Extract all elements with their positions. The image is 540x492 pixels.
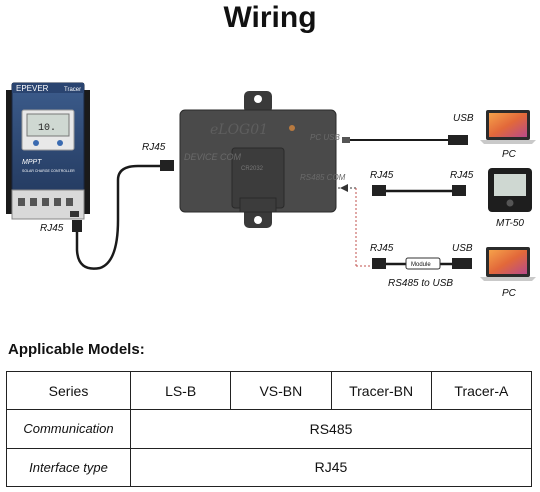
- table-row-series: Series LS-B VS-BN Tracer-BN Tracer-A: [7, 372, 532, 410]
- label-pc-bottom: PC: [502, 288, 517, 299]
- module-logo: eLOG01: [210, 122, 268, 138]
- interface-value: RJ45: [131, 448, 532, 486]
- controller-screen: 10.: [38, 123, 56, 134]
- mt50-meter: [488, 168, 532, 212]
- module-port-pc: PC USB: [310, 133, 340, 142]
- module-port-rs485: RS485 COM: [300, 173, 346, 182]
- micro-usb-plug: [342, 137, 350, 143]
- table-row-interface: Interface type RJ45: [7, 448, 532, 486]
- controller-name: MPPT: [22, 159, 42, 166]
- rj45-plug-mt50-left: [372, 185, 386, 196]
- controller-subtitle: SOLAR CHARGE CONTROLLER: [22, 169, 75, 173]
- controller-button-right: [57, 140, 63, 146]
- rj45-plug-controller: [72, 220, 82, 232]
- elog-module: CR2032 eLOG01 DEVICE COM PC USB RS485 CO…: [180, 91, 346, 228]
- rj45-plug-bottom: [372, 258, 386, 269]
- module-port-device: DEVICE COM: [184, 152, 242, 162]
- laptop-icon-top: [480, 110, 536, 144]
- series-cell: Tracer-BN: [331, 372, 431, 410]
- usb-plug-top: [448, 135, 468, 145]
- label-rj45-bottom: RJ45: [370, 243, 394, 254]
- label-rj45-mt-left: RJ45: [370, 170, 394, 181]
- label-module-tag: Module: [411, 262, 431, 268]
- page-title: Wiring: [0, 0, 540, 36]
- rj45-plug-mt50-right: [452, 185, 466, 196]
- controller-model: Tracer: [64, 87, 81, 93]
- usb-plug-bottom: [452, 258, 472, 269]
- applicable-models-table: Series LS-B VS-BN Tracer-BN Tracer-A Com…: [6, 371, 532, 487]
- label-rj45-controller: RJ45: [40, 223, 64, 234]
- table-row-communication: Communication RS485: [7, 410, 532, 448]
- label-usb-top: USB: [453, 113, 474, 124]
- label-usb-bottom: USB: [452, 243, 473, 254]
- series-cell: Tracer-A: [431, 372, 531, 410]
- module-cover-label: CR2032: [241, 166, 264, 172]
- rj45-plug-device: [160, 160, 174, 171]
- controller-button-left: [33, 140, 39, 146]
- label-rj45-device: RJ45: [142, 142, 166, 153]
- wiring-diagram: EPEVER Tracer 10. MPPT SOLAR CHARGE CONT…: [0, 40, 540, 310]
- series-label: Series: [7, 372, 131, 410]
- interface-label: Interface type: [7, 448, 131, 486]
- communication-value: RS485: [131, 410, 532, 448]
- label-rj45-mt-right: RJ45: [450, 170, 474, 181]
- label-rs485-to-usb: RS485 to USB: [388, 278, 453, 289]
- module-led: [289, 125, 295, 131]
- controller-brand: EPEVER: [16, 84, 49, 93]
- applicable-models-heading: Applicable Models:: [8, 341, 145, 358]
- label-mt50: MT-50: [496, 218, 524, 229]
- series-cell: VS-BN: [231, 372, 331, 410]
- label-pc-top: PC: [502, 149, 517, 160]
- rs485-arrow: [340, 184, 348, 192]
- series-cell: LS-B: [131, 372, 231, 410]
- communication-label: Communication: [7, 410, 131, 448]
- charge-controller: EPEVER Tracer 10. MPPT SOLAR CHARGE CONT…: [6, 83, 90, 219]
- laptop-icon-bottom: [480, 247, 536, 281]
